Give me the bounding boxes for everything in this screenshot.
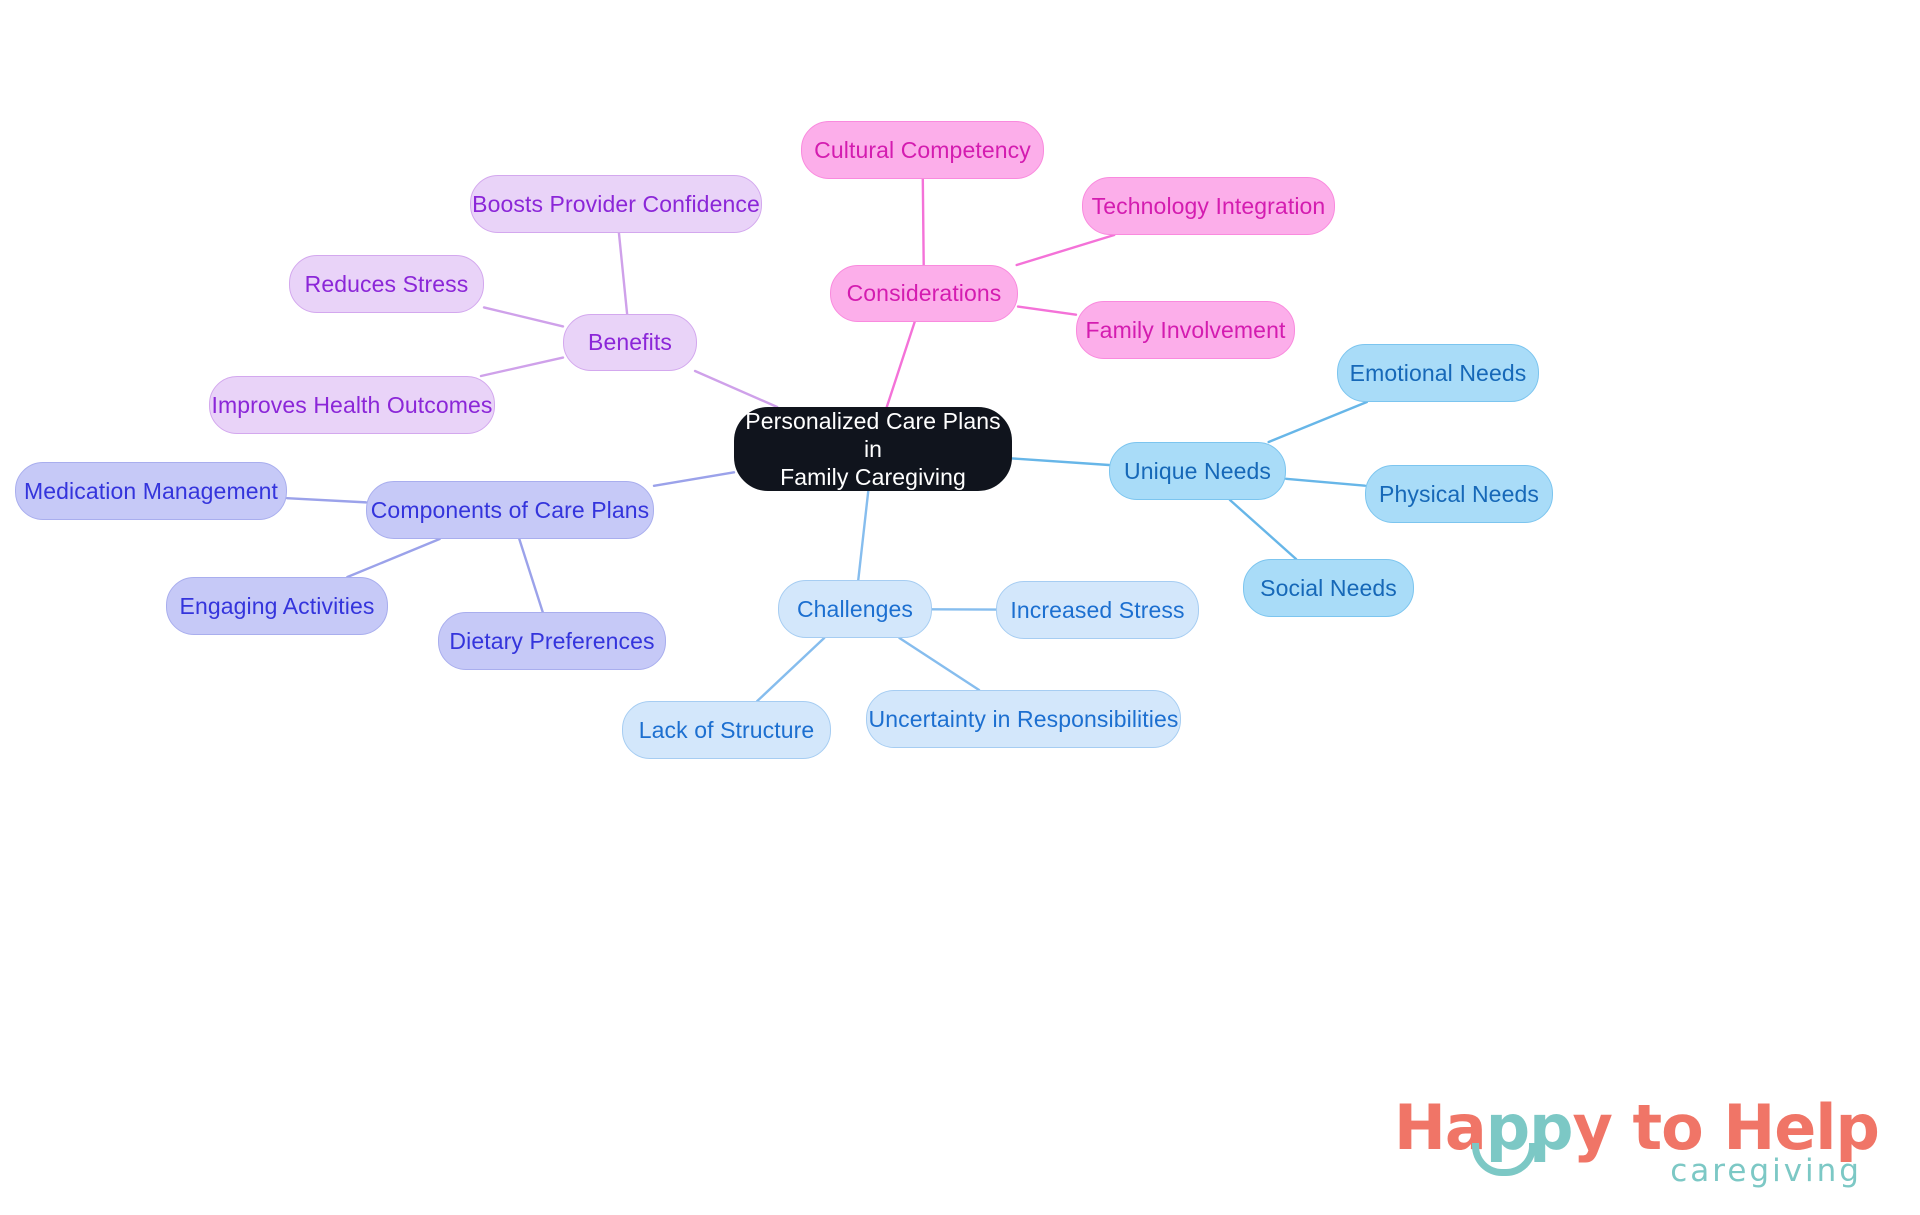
mindmap-edge-root-to-benefits	[693, 369, 779, 409]
mindmap-node-cultural-competency[interactable]: Cultural Competency	[801, 121, 1044, 179]
mindmap-node-components-of-care-plans[interactable]: Components of Care Plans	[366, 481, 654, 539]
mindmap-edge-root-to-challenges	[857, 489, 870, 582]
mindmap-edge-challenges-to-lack-of-structure	[756, 636, 826, 703]
mindmap-edge-unique-needs-to-emotional-needs	[1267, 400, 1369, 444]
mindmap-edge-challenges-to-uncertainty-in-responsibilities	[898, 636, 981, 692]
mindmap-node-unique-needs[interactable]: Unique Needs	[1109, 442, 1286, 500]
mindmap-node-physical-needs[interactable]: Physical Needs	[1365, 465, 1553, 523]
mindmap-node-benefits[interactable]: Benefits	[563, 314, 697, 371]
mindmap-node-uncertainty-in-responsibilities[interactable]: Uncertainty in Responsibilities	[866, 690, 1181, 748]
logo-text-ha: Ha	[1394, 1091, 1487, 1164]
logo-wordmark: Happy to Help	[1394, 1091, 1880, 1164]
mindmap-edge-considerations-to-technology-integration	[1015, 233, 1116, 267]
mindmap-node-reduces-stress[interactable]: Reduces Stress	[289, 255, 484, 313]
mindmap-node-root[interactable]: Personalized Care Plans in Family Caregi…	[734, 407, 1012, 491]
mindmap-edge-components-of-care-plans-to-dietary-preferences	[518, 537, 544, 614]
mindmap-edge-considerations-to-cultural-competency	[921, 177, 925, 267]
mindmap-edge-benefits-to-reduces-stress	[482, 306, 565, 328]
mindmap-node-family-involvement[interactable]: Family Involvement	[1076, 301, 1295, 359]
mindmap-edge-unique-needs-to-social-needs	[1228, 498, 1298, 561]
logo-text-y-to-help: y to Help	[1572, 1091, 1880, 1164]
mindmap-edge-benefits-to-improves-health-outcomes	[479, 356, 565, 378]
mindmap-edge-root-to-unique-needs	[1010, 457, 1111, 467]
mindmap-node-challenges[interactable]: Challenges	[778, 580, 932, 638]
mindmap-edge-components-of-care-plans-to-engaging-activities	[346, 537, 441, 579]
mindmap-edge-components-of-care-plans-to-medication-management	[285, 496, 368, 504]
logo-tagline: caregiving	[1670, 1153, 1862, 1189]
mindmap-node-increased-stress[interactable]: Increased Stress	[996, 581, 1199, 639]
mindmap-node-boosts-provider-confidence[interactable]: Boosts Provider Confidence	[470, 175, 762, 233]
mindmap-node-considerations[interactable]: Considerations	[830, 265, 1018, 322]
mindmap-node-social-needs[interactable]: Social Needs	[1243, 559, 1414, 617]
mindmap-node-technology-integration[interactable]: Technology Integration	[1082, 177, 1335, 235]
smile-icon	[1472, 1143, 1536, 1176]
brand-logo: Happy to Help caregiving	[1394, 1091, 1880, 1195]
mindmap-edge-root-to-considerations	[885, 320, 916, 409]
mindmap-edge-considerations-to-family-involvement	[1016, 305, 1078, 316]
mindmap-node-improves-health-outcomes[interactable]: Improves Health Outcomes	[209, 376, 495, 434]
mindmap-node-dietary-preferences[interactable]: Dietary Preferences	[438, 612, 666, 670]
mindmap-node-engaging-activities[interactable]: Engaging Activities	[166, 577, 388, 635]
mindmap-node-lack-of-structure[interactable]: Lack of Structure	[622, 701, 831, 759]
mindmap-edge-unique-needs-to-physical-needs	[1284, 477, 1367, 487]
mindmap-edge-benefits-to-boosts-provider-confidence	[617, 231, 629, 316]
mindmap-node-emotional-needs[interactable]: Emotional Needs	[1337, 344, 1539, 402]
mindmap-edge-root-to-components-of-care-plans	[652, 471, 736, 488]
mindmap-node-medication-management[interactable]: Medication Management	[15, 462, 287, 520]
